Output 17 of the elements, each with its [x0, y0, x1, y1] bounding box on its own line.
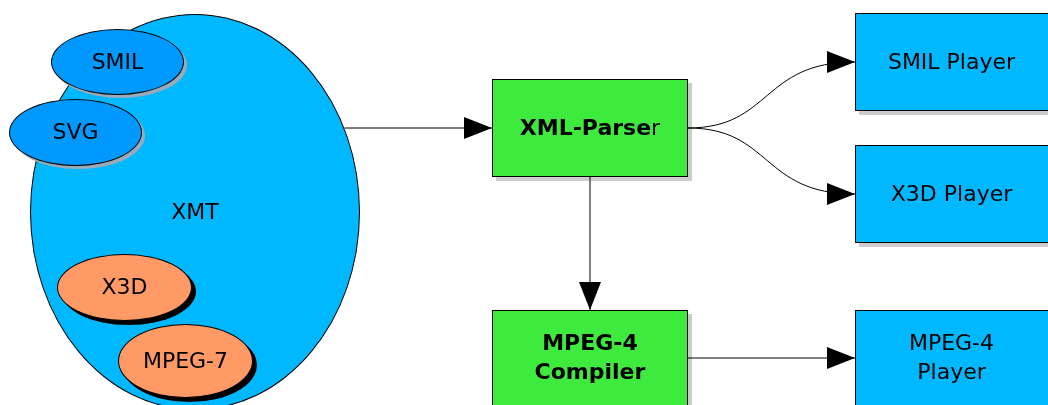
arrow	[343, 117, 493, 139]
node-label: XMT	[170, 197, 220, 226]
arrow	[687, 127, 856, 204]
node-label: MPEG-7	[141, 346, 230, 375]
node-label: XML-Parser	[518, 113, 662, 142]
node-label: SMIL	[90, 47, 145, 76]
player-box	[855, 310, 1048, 405]
arrow	[687, 52, 856, 129]
ellipse-node	[118, 324, 253, 398]
node-label: MPEG-4 Compiler	[533, 329, 647, 386]
node-label: X3D	[100, 273, 149, 302]
arrow	[687, 347, 856, 369]
node-label: X3D Player	[889, 179, 1014, 208]
node-label: SMIL Player	[886, 47, 1017, 76]
arrow	[579, 176, 601, 311]
node-label: MPEG-4 Player	[907, 329, 996, 386]
node-label: SVG	[51, 118, 100, 147]
